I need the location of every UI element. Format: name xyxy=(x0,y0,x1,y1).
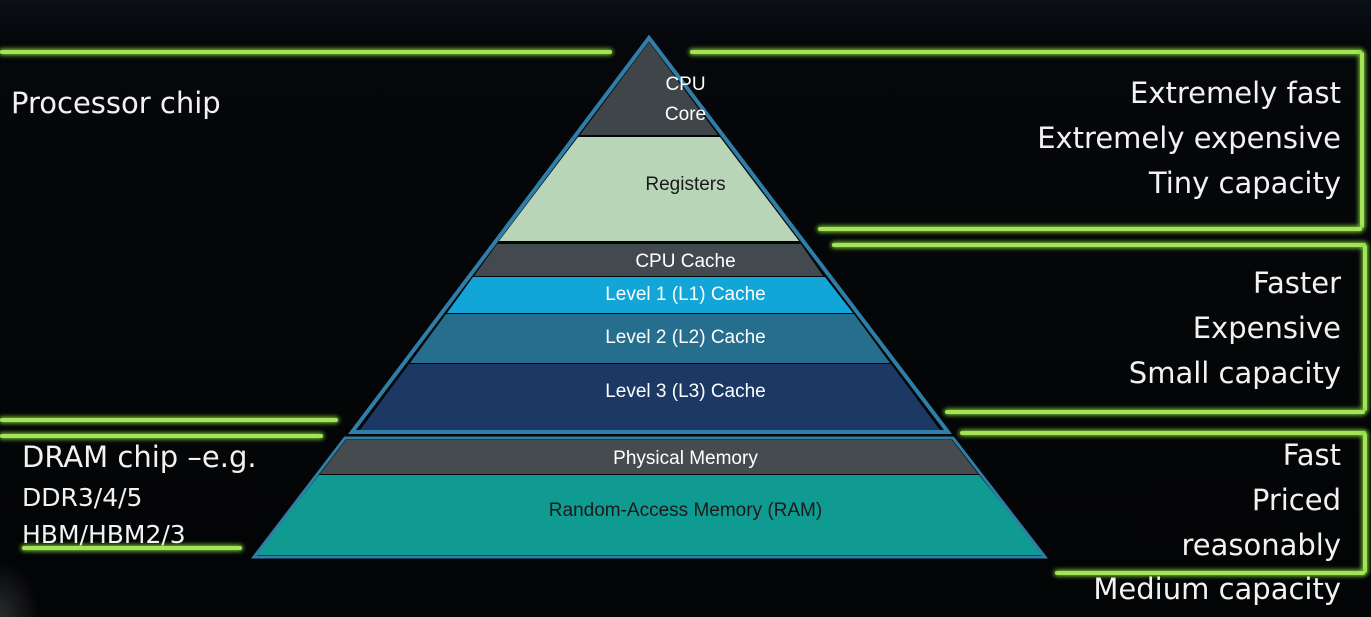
processor-bracket-bottom xyxy=(0,418,338,422)
cpu-core-label-line2: Core xyxy=(664,104,707,125)
dram-bracket-bottom xyxy=(22,546,242,550)
l3-cache-label: Level 3 (L3) Cache xyxy=(605,381,766,402)
bottom-speed-label: Fast xyxy=(1282,438,1341,472)
l2-cache-label: Level 2 (L2) Cache xyxy=(605,327,766,348)
top-right-bracket-bottom xyxy=(818,227,1362,231)
cpu-core-segment xyxy=(580,42,718,135)
registers-segment xyxy=(499,137,799,241)
l3-cache-segment xyxy=(360,364,940,430)
dram-hbm-label: HBM/HBM2/3 xyxy=(22,520,186,549)
middle-capacity-label: Small capacity xyxy=(1128,356,1341,390)
l1-cache-segment xyxy=(447,277,853,313)
top-speed-label: Extremely fast xyxy=(1130,76,1341,110)
bottom-right-bracket-bottom xyxy=(1055,571,1365,575)
dram-ddr-label: DDR3/4/5 xyxy=(22,483,143,512)
bottom-cost-label-line2: reasonably xyxy=(1181,528,1341,562)
right-bracket-vertical-bottom xyxy=(1363,433,1367,573)
physical-memory-segment xyxy=(320,440,978,474)
l1-cache-label: Level 1 (L1) Cache xyxy=(605,284,766,305)
top-cost-label: Extremely expensive xyxy=(1037,121,1341,155)
right-bracket-vertical-middle xyxy=(1363,245,1367,411)
middle-right-bracket-bottom xyxy=(945,410,1365,414)
l2-cache-segment xyxy=(410,314,890,363)
registers-label: Registers xyxy=(645,174,726,195)
cpu-cache-segment xyxy=(474,244,823,276)
pyramid-outline xyxy=(347,34,953,434)
presenter-shadow xyxy=(0,560,40,617)
bottom-capacity-label: Medium capacity xyxy=(1093,572,1341,606)
cpu-cache-label: CPU Cache xyxy=(635,251,736,272)
bottom-cost-label-line1: Priced xyxy=(1251,483,1341,517)
top-capacity-label: Tiny capacity xyxy=(1148,166,1341,200)
dram-bracket-top xyxy=(0,434,323,438)
ram-label: Random-Access Memory (RAM) xyxy=(548,500,823,521)
bottom-right-bracket-top xyxy=(960,431,1366,435)
physical-memory-label: Physical Memory xyxy=(613,448,758,469)
right-bracket-vertical-top xyxy=(1360,52,1364,228)
top-right-bracket-line xyxy=(690,50,1362,54)
middle-right-bracket-top xyxy=(832,243,1366,247)
middle-speed-label: Faster xyxy=(1252,266,1341,300)
processor-chip-label: Processor chip xyxy=(11,86,221,120)
top-left-bracket-line xyxy=(0,50,612,54)
ram-segment xyxy=(256,475,1043,555)
middle-cost-label: Expensive xyxy=(1192,311,1341,345)
dram-chip-label: DRAM chip –e.g. xyxy=(22,440,257,474)
cpu-core-label-line1: CPU xyxy=(665,74,706,95)
lower-trapezoid-outline xyxy=(250,436,1049,559)
